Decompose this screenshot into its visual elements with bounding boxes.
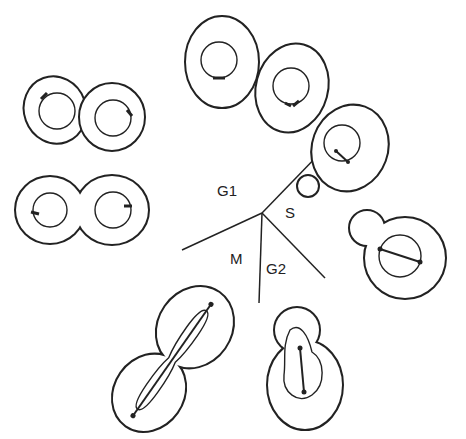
budding-yeast-cell: [298, 95, 399, 201]
budding-yeast-cell: [350, 211, 445, 298]
phase-label: G2: [266, 261, 286, 276]
phase-dividers: [182, 150, 325, 303]
daughter-yeast-cells: [14, 67, 145, 152]
dividing-yeast-cell: [16, 176, 148, 244]
phase-label: M: [230, 251, 243, 266]
phase-label: S: [285, 205, 295, 220]
yeast-cell: [185, 16, 259, 108]
phase-label: G1: [217, 183, 237, 198]
dividing-yeast-cell: [97, 272, 249, 439]
budding-yeast-cell: [268, 308, 342, 429]
